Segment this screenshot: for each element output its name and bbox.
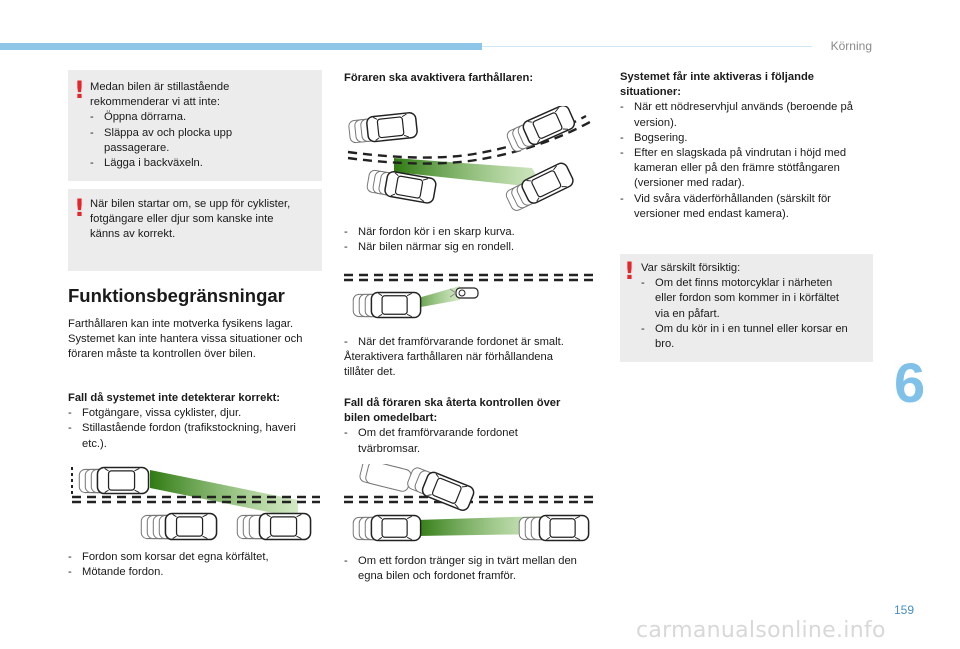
case-title: bilen omedelbart:: [344, 412, 438, 425]
list-item-cont: etc.).: [82, 437, 107, 450]
list-item-cont: kameran eller på den främre stötfångaren: [634, 162, 840, 175]
warning-box-restart: [68, 189, 322, 271]
list-item-cont: via en påfart.: [655, 307, 720, 320]
list-curve-roundabout: -När fordon kör i en skarp kurva. -När b…: [344, 225, 600, 255]
header-divider: [482, 46, 812, 47]
text-line: Var särskilt försiktig:: [641, 262, 741, 274]
list-item-cont: egna bilen och fordonet framför.: [358, 570, 516, 583]
list-item: -Lägga i backväxeln.: [90, 157, 203, 170]
text-line: Medan bilen är stillastående: [90, 81, 230, 93]
watermark: carmanualsonline.info: [636, 618, 886, 643]
warning-icon: !: [74, 76, 85, 104]
illustration-crossing-vehicles: [71, 466, 320, 541]
case-detection: Fall då systemet inte detekterar korrekt…: [68, 391, 324, 452]
warning-box-caution: [620, 254, 873, 362]
list-item-cont: passagerare.: [104, 141, 170, 154]
list-item: -Fotgängare, vissa cyklister, djur.: [68, 407, 242, 420]
text-line: Farthållaren kan inte motverka fysikens …: [68, 318, 294, 330]
text-line: Återaktivera farthållaren när förhålland…: [344, 351, 553, 364]
page-number: 159: [894, 603, 915, 617]
text-line: känns av korrekt.: [90, 228, 176, 241]
list-item: -Fordon som korsar det egna körfältet,: [68, 551, 269, 563]
list-item: -Om ett fordon tränger sig in tvärt mell…: [344, 555, 577, 567]
illustration-narrow-vehicle: [344, 273, 596, 319]
list-item: -När ett nödreservhjul används (beroende…: [620, 101, 853, 114]
list-item: -Om det framförvarande fordonet: [344, 427, 518, 440]
text-line: tillåter det.: [344, 366, 396, 379]
list-item-cont: bro.: [655, 338, 675, 351]
list-item-cont: version).: [634, 116, 677, 129]
case-take-control: Fall då föraren ska återta kontrollen öv…: [344, 396, 600, 457]
list-item: -Släppa av och plocka upp: [90, 126, 233, 139]
header-accent-bar: [0, 43, 482, 50]
narrow-vehicle-text: -När det framförvarande fordonet är smal…: [344, 335, 600, 381]
bottom-list-col1: -Fordon som korsar det egna körfältet, -…: [68, 550, 324, 580]
list-item-cont: tvärbromsar.: [358, 442, 421, 455]
warning-restart-text: När bilen startar om, se upp för cyklist…: [90, 197, 318, 243]
case-title: Fall då systemet inte detekterar korrekt…: [68, 392, 281, 404]
illustration-sharp-curve: [347, 106, 591, 213]
section-title: Körning: [830, 39, 872, 53]
list-item-cont: eller fordon som kommer in i körfältet: [655, 292, 840, 305]
list-item: -Om det finns motorcyklar i närheten: [641, 277, 833, 290]
list-item-cont: (versioner med radar).: [634, 177, 745, 190]
case-title: Fall då föraren ska återta kontrollen öv…: [344, 397, 561, 409]
list-item: -Stillastående fordon (trafikstockning, …: [68, 422, 296, 435]
warning-icon: !: [624, 257, 635, 285]
list-item-cont: versioner med endast kamera).: [634, 207, 789, 220]
intro-paragraph: Farthållaren kan inte motverka fysikens …: [68, 317, 324, 363]
list-item: -Efter en slagskada på vindrutan i höjd …: [620, 147, 847, 160]
list-item: -Öppna dörrarna.: [90, 111, 187, 124]
text-line: rekommenderar vi att inte:: [90, 96, 220, 109]
text-line: föraren måste ta kontrollen över bilen.: [68, 348, 256, 361]
text-line: Systemet kan inte hantera vissa situatio…: [68, 333, 303, 346]
list-item: -Bogsering.: [620, 131, 688, 144]
warning-caution-text: Var särskilt försiktig: -Om det finns mo…: [641, 261, 869, 352]
list-item: -Vid svåra väderförhållanden (särskilt f…: [620, 192, 831, 205]
list-item: -Om du kör in i en tunnel eller korsar e…: [641, 322, 848, 335]
warning-box-stationary: [68, 70, 322, 181]
chapter-number: 6: [894, 351, 926, 414]
col3-title: Systemet får inte aktiveras i följande: [620, 71, 814, 83]
section-heading: Funktionsbegränsningar: [68, 285, 285, 306]
warning-icon: !: [74, 194, 85, 222]
motorcycle-icon: [449, 287, 479, 299]
warning-stationary-text: Medan bilen är stillastående rekommender…: [90, 80, 318, 171]
text-line: När bilen startar om, se upp för cyklist…: [90, 198, 291, 210]
col3-title: situationer:: [620, 86, 681, 99]
col3-conditions: Systemet får inte aktiveras i följande s…: [620, 70, 880, 222]
text-line: fotgängare eller djur som kanske inte: [90, 213, 274, 226]
list-item: -Mötande fordon.: [68, 566, 164, 579]
illustration-cut-in: [344, 464, 596, 542]
bottom-list-col2: -Om ett fordon tränger sig in tvärt mell…: [344, 554, 604, 584]
list-item: -När det framförvarande fordonet är smal…: [344, 336, 564, 348]
list-item: -När fordon kör i en skarp kurva.: [344, 226, 515, 238]
col2-title: Föraren ska avaktivera farthållaren:: [344, 72, 534, 84]
list-item: -När bilen närmar sig en rondell.: [344, 241, 515, 254]
